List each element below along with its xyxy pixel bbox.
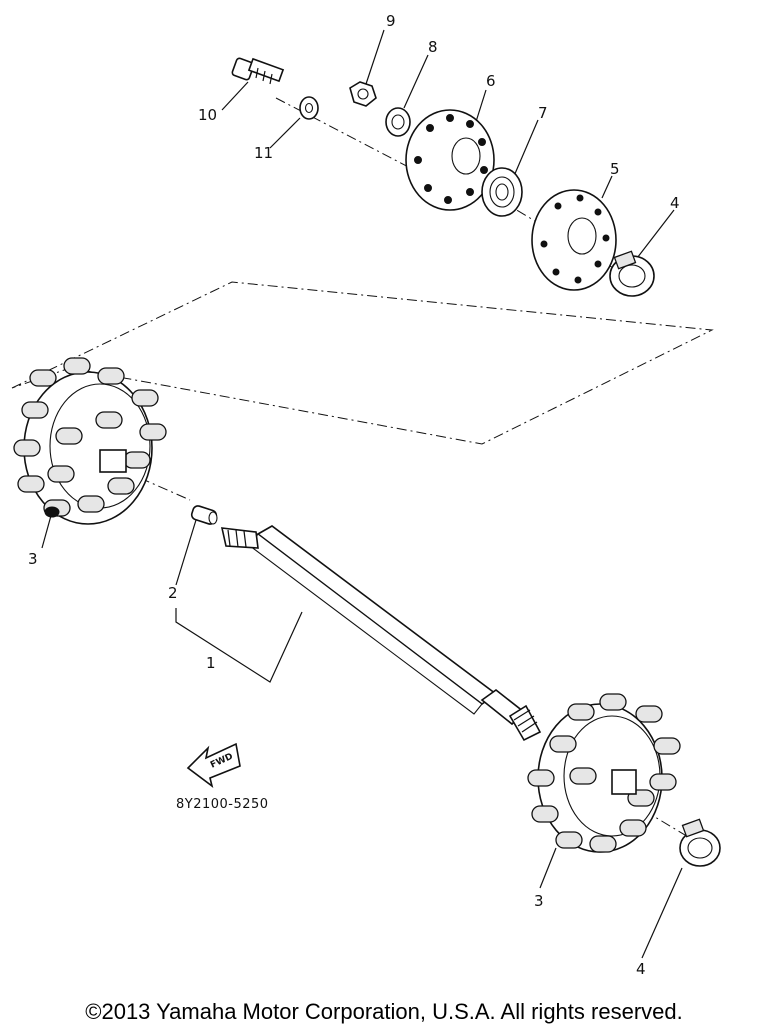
drive-shaft-part (220, 525, 542, 742)
nut-part (349, 81, 377, 107)
seal-ring-part (385, 107, 411, 137)
callout-labels: 9 8 6 7 5 4 10 11 3 2 1 3 4 (28, 12, 680, 978)
callout-3-right: 3 (534, 892, 544, 910)
callout-7: 7 (538, 104, 548, 122)
hose-clamp-part-top (609, 250, 655, 297)
callout-6: 6 (486, 72, 496, 90)
callout-1: 1 (206, 654, 216, 672)
callout-4-bottom: 4 (636, 960, 646, 978)
callout-11: 11 (254, 144, 273, 162)
exploded-parts-diagram: FWD 9 8 6 7 5 4 10 11 3 2 1 3 4 8Y2100-5… (11, 12, 721, 978)
hose-clamp-part-bottom (679, 818, 721, 867)
fwd-arrow-icon: FWD (186, 742, 241, 788)
callout-8: 8 (428, 38, 438, 56)
sprocket-part-right (527, 693, 681, 853)
callout-3-left: 3 (28, 550, 38, 568)
pin-part (190, 505, 218, 525)
bearing-part (481, 167, 523, 217)
part-code: 8Y2100-5250 (176, 797, 269, 812)
bolt-part (231, 57, 285, 85)
washer-part (299, 96, 319, 120)
callout-10: 10 (198, 106, 217, 124)
callout-4-top: 4 (670, 194, 680, 212)
flange-plate-part (531, 189, 617, 291)
callout-5: 5 (610, 160, 620, 178)
callout-2: 2 (168, 584, 178, 602)
copyright-notice: ©2013 Yamaha Motor Corporation, U.S.A. A… (85, 999, 683, 1024)
callout-9: 9 (386, 12, 396, 30)
sprocket-part-left (13, 357, 167, 525)
leader-lines (41, 29, 683, 959)
housing-plate-part (405, 109, 495, 211)
